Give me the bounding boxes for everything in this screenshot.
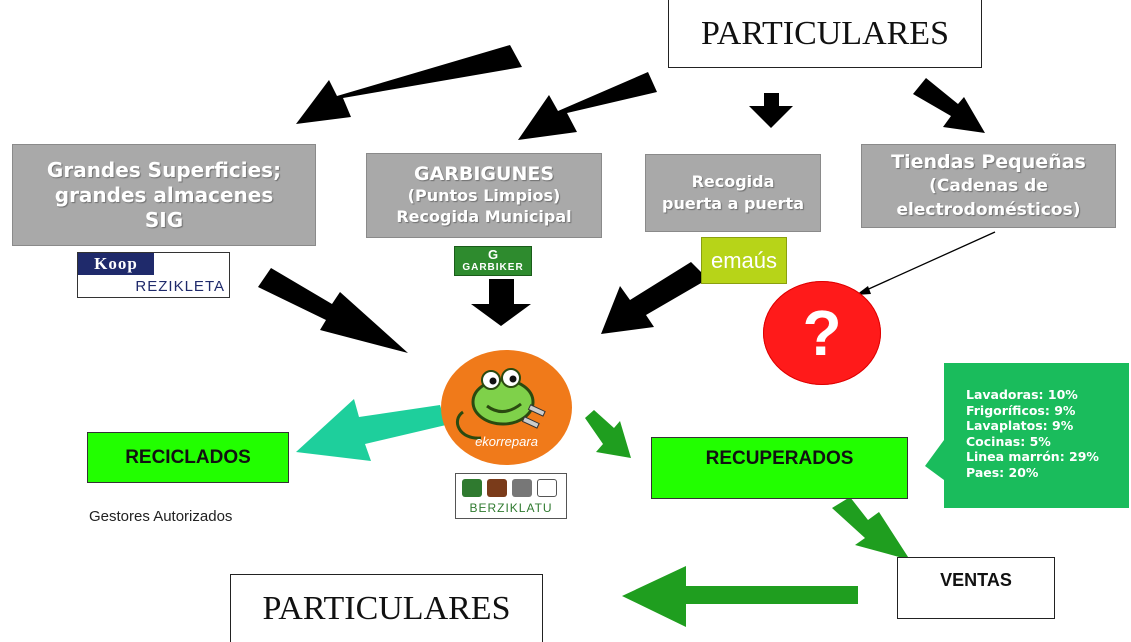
arrow-garbiker-to-ekorrepara xyxy=(471,279,531,326)
ekorrepara-logo: ekorrepara xyxy=(441,350,572,465)
garbiker-g-icon: G xyxy=(487,247,499,262)
emaus-logo: emaús xyxy=(701,237,787,284)
stats-item: Cocinas: 5% xyxy=(966,433,1051,449)
garbiker-logo: G GARBIKER xyxy=(454,246,532,276)
berziklatu-square-4 xyxy=(537,479,557,497)
recogida-box: Recogida puerta a puerta xyxy=(645,154,821,232)
grandes-line-3: SIG xyxy=(144,207,184,232)
stats-bubble-pointer xyxy=(925,440,944,480)
arrow-to-grandes xyxy=(296,45,522,124)
arrow-grandes-to-ekorrepara xyxy=(258,268,408,353)
tiendas-line-1: Tiendas Pequeñas xyxy=(891,151,1086,173)
arrow-to-recogida xyxy=(749,93,793,128)
grandes-superficies-box: Grandes Superficies; grandes almacenes S… xyxy=(12,144,316,246)
ventas-label: VENTAS xyxy=(940,570,1012,590)
ventas-box: VENTAS xyxy=(897,557,1055,619)
koopera-logo-bottom: Rezikleta xyxy=(135,278,225,295)
recogida-line-2: puerta a puerta xyxy=(662,194,804,213)
koopera-logo-mark: Koop xyxy=(78,253,154,275)
arrow-tiendas-to-question xyxy=(861,231,996,293)
arrow-emaus-to-ekorrepara xyxy=(601,262,708,334)
emaus-logo-text: emaús xyxy=(710,247,778,273)
berziklatu-square-2 xyxy=(487,479,507,497)
particulares-top-label: PARTICULARES xyxy=(701,14,949,52)
particulares-bottom-box: PARTICULARES xyxy=(230,574,543,642)
ekorrepara-plug-icon xyxy=(456,368,546,440)
recuperados-label: RECUPERADOS xyxy=(705,448,854,469)
arrow-to-reciclados xyxy=(296,399,446,461)
grandes-line-2: grandes almacenes xyxy=(54,182,274,207)
question-mark-icon: ? xyxy=(763,281,881,385)
garbigunes-line-3: Recogida Municipal xyxy=(396,207,572,226)
stats-item: Linea marrón: 29% xyxy=(966,449,1099,464)
berziklatu-logo: BERZIKLATU xyxy=(455,473,567,519)
stats-item: Paes: 20% xyxy=(966,464,1039,480)
berziklatu-square-1 xyxy=(462,479,482,497)
garbigunes-line-1: GARBIGUNES xyxy=(413,163,555,185)
garbigunes-box: GARBIGUNES (Puntos Limpios) Recogida Mun… xyxy=(366,153,602,238)
garbiker-logo-text: GARBIKER xyxy=(462,262,524,273)
stats-item: Lavadoras: 10% xyxy=(966,387,1078,402)
arrow-to-garbigunes xyxy=(518,72,657,140)
stats-item: Lavaplatos: 9% xyxy=(966,418,1074,433)
grandes-line-1: Grandes Superficies; xyxy=(46,157,282,182)
question-mark-glyph: ? xyxy=(802,297,842,369)
reciclados-box: RECICLADOS xyxy=(87,432,289,483)
recogida-line-1: Recogida xyxy=(691,172,775,191)
garbigunes-line-2: (Puntos Limpios) xyxy=(407,186,561,205)
berziklatu-square-3 xyxy=(512,479,532,497)
particulares-top-box: PARTICULARES xyxy=(668,0,982,68)
stats-item: Frigoríficos: 9% xyxy=(966,402,1076,418)
koopera-logo-top: Koop xyxy=(94,254,138,273)
stats-bubble: Lavadoras: 10% Frigoríficos: 9% Lavaplat… xyxy=(944,363,1129,508)
particulares-bottom-label: PARTICULARES xyxy=(262,589,511,627)
reciclados-caption: Gestores Autorizados xyxy=(89,508,233,525)
tiendas-line-3: electrodomésticos) xyxy=(896,200,1081,220)
arrow-ventas-to-particulares xyxy=(622,566,858,627)
reciclados-label: RECICLADOS xyxy=(125,446,251,468)
tiendas-line-2: (Cadenas de xyxy=(929,176,1048,196)
arrow-to-tiendas xyxy=(913,78,985,133)
arrow-recuperados-to-ventas xyxy=(832,497,910,560)
arrow-to-recuperados xyxy=(585,410,631,458)
berziklatu-logo-text: BERZIKLATU xyxy=(469,501,553,515)
koopera-rezikleta-logo: Koop Rezikleta xyxy=(77,252,230,298)
recuperados-box: RECUPERADOS xyxy=(651,437,908,499)
ekorrepara-logo-text: ekorrepara xyxy=(475,434,538,449)
tiendas-box: Tiendas Pequeñas (Cadenas de electrodomé… xyxy=(861,144,1116,228)
